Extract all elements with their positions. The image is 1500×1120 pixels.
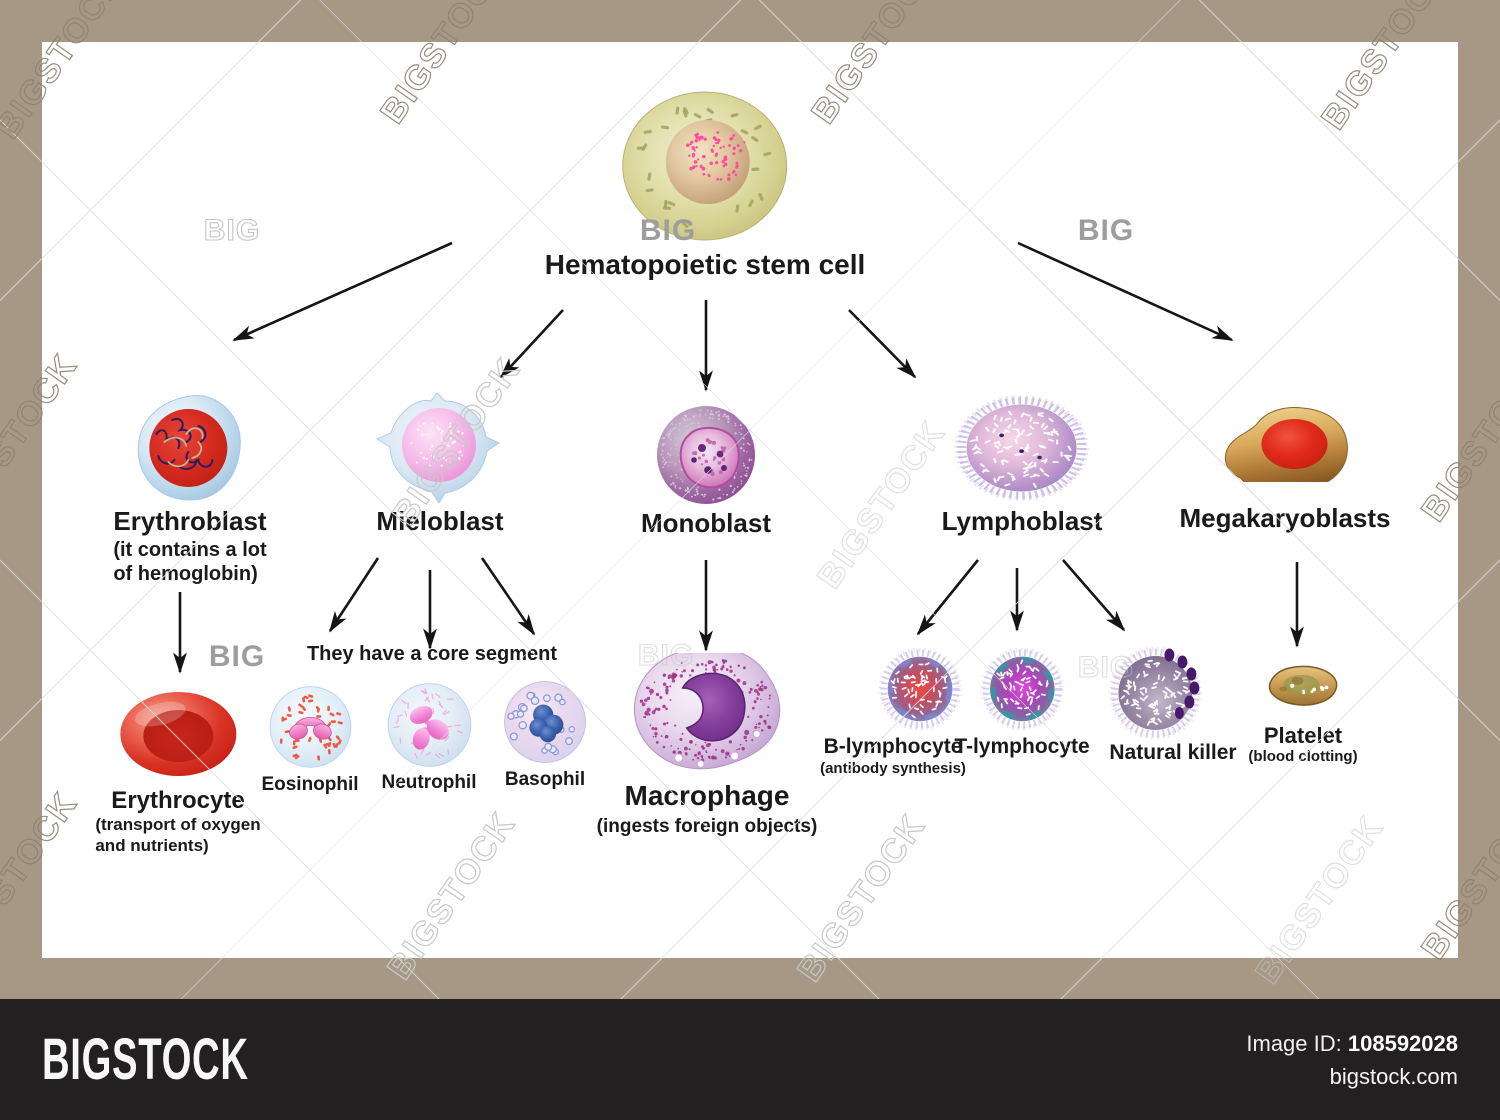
footer-bar: BIGSTOCK Image ID: 108592028 bigstock.co…: [0, 999, 1500, 1120]
t-lymphocyte-cell-illustration: [980, 647, 1064, 731]
cell-label: Natural killer: [1109, 741, 1237, 764]
natural-killer-cell-illustration: [1108, 646, 1202, 740]
cell-label: Basophil: [504, 769, 586, 790]
image-meta: Image ID: 108592028 bigstock.com: [1246, 1027, 1458, 1093]
cell-note: (antibody synthesis): [820, 760, 966, 778]
image-id-value: 108592028: [1347, 1030, 1458, 1056]
node-basophil: Basophil: [499, 677, 591, 790]
site-url: bigstock.com: [1329, 1063, 1458, 1089]
cell-label: Neutrophil: [381, 772, 477, 793]
bigstock-logo: BIGSTOCK: [42, 1027, 249, 1092]
node-erythrocyte: Erythrocyte (transport of oxygen and nut…: [95, 690, 261, 856]
platelet-cell-illustration: [1268, 665, 1337, 706]
cell-note: (it contains a lot of hemoglobin): [113, 538, 267, 585]
stem-cell-label: Hematopoietic stem cell: [544, 249, 866, 280]
cell-label: Eosinophil: [261, 774, 359, 795]
node-platelet: Platelet (blood clotting): [1248, 662, 1358, 766]
macrophage-cell-illustration: [634, 653, 781, 770]
cell-note: (blood clotting): [1248, 748, 1358, 766]
granulocytes-caption: They have a core segment: [306, 643, 558, 665]
cell-label: T-lymphocyte: [954, 735, 1090, 758]
b-lymphocyte-cell-illustration: [878, 647, 962, 731]
eosinophil-cell-illustration: [269, 686, 351, 768]
node-mieloblast: Mieloblast: [373, 387, 507, 536]
erythrocyte-cell-illustration: [119, 692, 236, 776]
cell-label: Monoblast: [641, 508, 771, 538]
cell-label: Macrophage: [624, 780, 790, 811]
erythroblast-cell-illustration: [137, 395, 241, 501]
node-macrophage: Macrophage (ingests foreign objects): [596, 653, 818, 838]
image-id-line: Image ID: 108592028: [1246, 1027, 1458, 1060]
cell-label: Platelet: [1263, 723, 1343, 748]
cell-label: Lymphoblast: [941, 506, 1103, 536]
basophil-cell-illustration: [504, 681, 586, 763]
node-monoblast: Monoblast: [641, 404, 771, 538]
cell-label: Mieloblast: [376, 506, 504, 536]
node-b-lymphocyte: B-lymphocyte (antibody synthesis): [820, 645, 966, 778]
node-neutrophil: Neutrophil: [382, 680, 477, 793]
node-stem-cell: Hematopoietic stem cell: [544, 88, 866, 280]
node-lymphoblast: Lymphoblast: [941, 391, 1103, 536]
lymphoblast-cell-illustration: [954, 395, 1089, 501]
node-natural-killer: Natural killer: [1108, 641, 1237, 764]
cell-note: (transport of oxygen and nutrients): [95, 815, 261, 855]
neutrophil-cell-illustration: [387, 683, 471, 767]
cell-note: (ingests foreign objects): [596, 815, 818, 837]
mieloblast-cell-illustration: [375, 392, 501, 504]
monoblast-cell-illustration: [657, 406, 755, 504]
node-t-lymphocyte: T-lymphocyte: [954, 645, 1090, 758]
node-megakaryoblasts: Megakaryoblasts: [1179, 400, 1391, 533]
image-id-label: Image ID:: [1246, 1030, 1342, 1056]
megakaryoblast-cell-illustration: [1225, 407, 1349, 482]
cell-label: Erythrocyte: [111, 787, 245, 814]
stem-cell-illustration: [622, 91, 788, 241]
node-erythroblast: Erythroblast (it contains a lot of hemog…: [113, 392, 267, 586]
cell-label: B-lymphocyte: [823, 735, 963, 758]
cell-label: Megakaryoblasts: [1179, 503, 1391, 533]
node-eosinophil: Eosinophil: [261, 683, 359, 795]
cell-label: Erythroblast: [113, 506, 267, 536]
